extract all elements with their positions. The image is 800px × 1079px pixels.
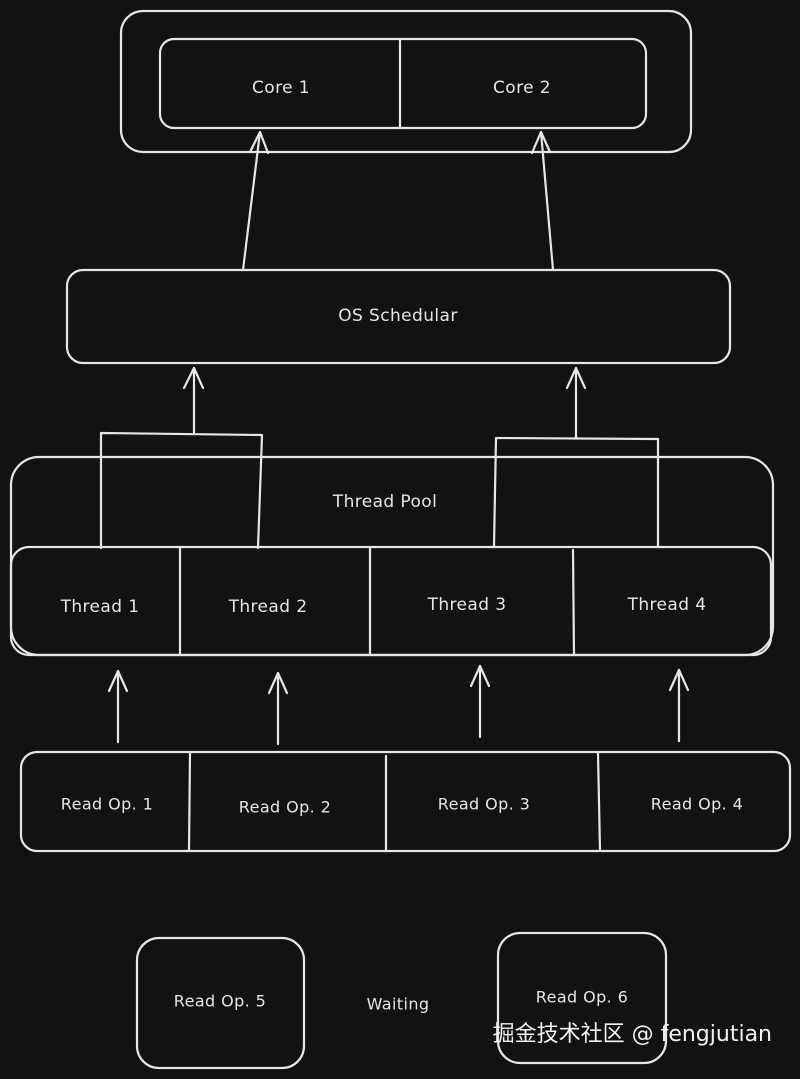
os-scheduler-box bbox=[65, 268, 732, 365]
arrow-read-op-3-to-thread-3 bbox=[469, 664, 491, 739]
thread-4-label: Thread 4 bbox=[627, 595, 707, 615]
read-op-2-label: Read Op. 2 bbox=[239, 798, 331, 817]
arrow-read-op-4-to-thread-4 bbox=[668, 668, 690, 743]
read-op-6-box bbox=[496, 931, 668, 1065]
core-2-label: Core 2 bbox=[493, 78, 551, 98]
cores-container bbox=[158, 37, 648, 130]
read-op-divider-1 bbox=[187, 751, 192, 852]
read-op-5-label: Read Op. 5 bbox=[174, 992, 266, 1011]
threads-row bbox=[9, 545, 773, 657]
thread-1-label: Thread 1 bbox=[60, 597, 140, 617]
watermark-text: 掘金技术社区 @ fengjutian bbox=[493, 1022, 772, 1047]
read-op-4-label: Read Op. 4 bbox=[651, 795, 743, 814]
cpu-box bbox=[119, 9, 693, 154]
os-scheduler-label: OS Schedular bbox=[338, 306, 457, 326]
arrow-threads-1-2-to-scheduler bbox=[182, 366, 205, 435]
arrow-read-op-1-to-thread-1 bbox=[107, 669, 129, 744]
arrow-scheduler-to-core-2 bbox=[530, 130, 555, 272]
thread-2-label: Thread 2 bbox=[228, 597, 308, 617]
bracket-threads-3-4 bbox=[492, 436, 660, 548]
bracket-threads-1-2 bbox=[99, 431, 264, 550]
read-op-3-label: Read Op. 3 bbox=[438, 795, 530, 814]
read-ops-row bbox=[19, 750, 792, 853]
read-op-1-label: Read Op. 1 bbox=[61, 795, 153, 814]
arrow-read-op-2-to-thread-2 bbox=[267, 671, 289, 746]
thread-pool-label: Thread Pool bbox=[332, 492, 437, 512]
read-op-divider-3 bbox=[596, 751, 602, 852]
arrow-threads-3-4-to-scheduler bbox=[565, 366, 587, 440]
arrow-scheduler-to-core-1 bbox=[241, 130, 270, 272]
read-op-5-box bbox=[135, 936, 306, 1070]
thread-3-label: Thread 3 bbox=[427, 595, 507, 615]
read-op-6-label: Read Op. 6 bbox=[536, 988, 628, 1007]
thread-divider-3 bbox=[571, 548, 576, 656]
waiting-label: Waiting bbox=[367, 995, 430, 1014]
core-1-label: Core 1 bbox=[252, 78, 310, 98]
